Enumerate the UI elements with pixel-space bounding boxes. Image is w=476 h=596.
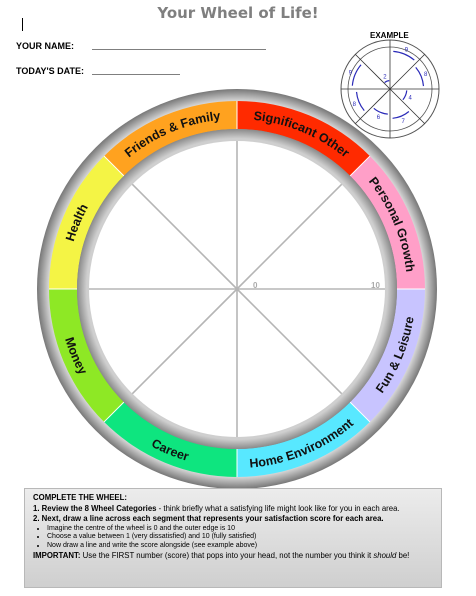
- example-score-label: 4: [408, 95, 412, 101]
- example-wheel: 9 8 4 7 6 8 9 2: [340, 39, 440, 139]
- step1-bold: 1. Review the 8 Wheel Categories: [33, 503, 157, 513]
- instructions-heading: COMPLETE THE WHEEL:: [33, 493, 127, 502]
- example-score-label: 6: [377, 115, 381, 121]
- date-field[interactable]: [92, 74, 180, 75]
- example-score-label: 8: [424, 72, 428, 78]
- example-score-label: 2: [383, 75, 387, 81]
- important-end: be!: [396, 551, 410, 561]
- example-score-line: [384, 80, 390, 84]
- example-label: EXAMPLE: [370, 31, 409, 40]
- name-label: YOUR NAME:: [16, 41, 74, 51]
- example-score-label: 8: [353, 102, 357, 108]
- example-score-line: [355, 91, 365, 111]
- list-item: Choose a value between 1 (very dissatisf…: [47, 533, 433, 542]
- spoke-line: [131, 288, 238, 395]
- wheel-segment: [350, 156, 425, 289]
- segment-divider: [349, 155, 371, 177]
- segment-divider: [103, 401, 125, 423]
- spoke-line: [131, 183, 238, 290]
- instructions-list: Imagine the centre of the wheel is 0 and…: [33, 525, 433, 551]
- date-label: TODAY'S DATE:: [16, 66, 84, 76]
- wheel-segment: [350, 289, 425, 422]
- wheel-segment: [49, 289, 124, 422]
- example-score-line: [393, 50, 415, 61]
- spoke-line: [236, 183, 343, 290]
- scale-min-label: 0: [253, 281, 258, 290]
- important-label: IMPORTANT:: [33, 551, 81, 561]
- example-spoke: [355, 54, 391, 90]
- example-score-line: [415, 67, 425, 87]
- page-title: Your Wheel of Life!: [157, 4, 319, 22]
- example-score-line: [351, 64, 362, 86]
- example-score-label: 7: [401, 119, 405, 125]
- important-text: Use the FIRST number (score) that pops i…: [80, 551, 374, 561]
- example-score-label: 9: [349, 71, 353, 77]
- list-item: Now draw a line and write the score alon…: [47, 542, 433, 551]
- example-spoke: [389, 54, 425, 90]
- scale-max-label: 10: [371, 281, 380, 290]
- example-spoke: [355, 88, 391, 124]
- example-spoke: [389, 88, 425, 124]
- example-score-line: [373, 107, 388, 115]
- segment-divider: [103, 155, 125, 177]
- step1-text: - think briefly what a satisfying life m…: [156, 503, 400, 513]
- instructions-box: COMPLETE THE WHEEL: 1. Review the 8 Whee…: [24, 488, 442, 588]
- segment-divider: [349, 401, 371, 423]
- wheel-segment: [104, 101, 237, 176]
- wheel-segment: [104, 402, 237, 477]
- example-score-label: 9: [405, 47, 409, 53]
- step2-text: 2. Next, draw a line across each segment…: [33, 514, 384, 523]
- wheel-segment: [49, 156, 124, 289]
- important-emphasis: should: [373, 551, 397, 561]
- list-item: Imagine the centre of the wheel is 0 and…: [47, 525, 433, 534]
- example-score-line: [392, 111, 410, 119]
- wheel-segment: [237, 101, 370, 176]
- name-field[interactable]: [92, 49, 266, 50]
- wheel-segment: [237, 402, 370, 477]
- spoke-line: [236, 288, 343, 395]
- example-score-line: [402, 90, 408, 101]
- text-cursor: [22, 18, 23, 31]
